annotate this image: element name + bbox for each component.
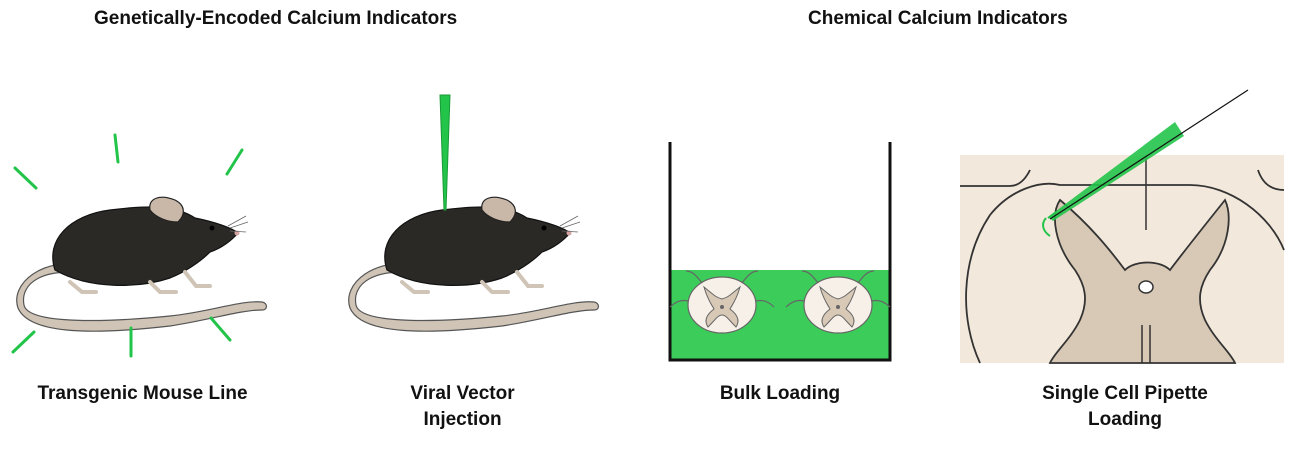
heading-genetically-encoded: Genetically-Encoded Calcium Indicators [94, 8, 458, 29]
spinal-cord-cross-section-pipette-icon [960, 89, 1285, 364]
bath-with-spinal-slices-icon [668, 142, 892, 362]
glowing-mouse-icon [11, 133, 269, 358]
mouse-with-pipette-icon [346, 94, 601, 334]
caption-viral: Viral Vector Injection [410, 383, 515, 430]
heading-chemical: Chemical Calcium Indicators [808, 8, 1068, 29]
caption-transgenic: Transgenic Mouse Line [37, 383, 248, 404]
caption-bulk: Bulk Loading [719, 383, 841, 404]
caption-single-cell: Single Cell Pipette Loading [1042, 383, 1208, 430]
